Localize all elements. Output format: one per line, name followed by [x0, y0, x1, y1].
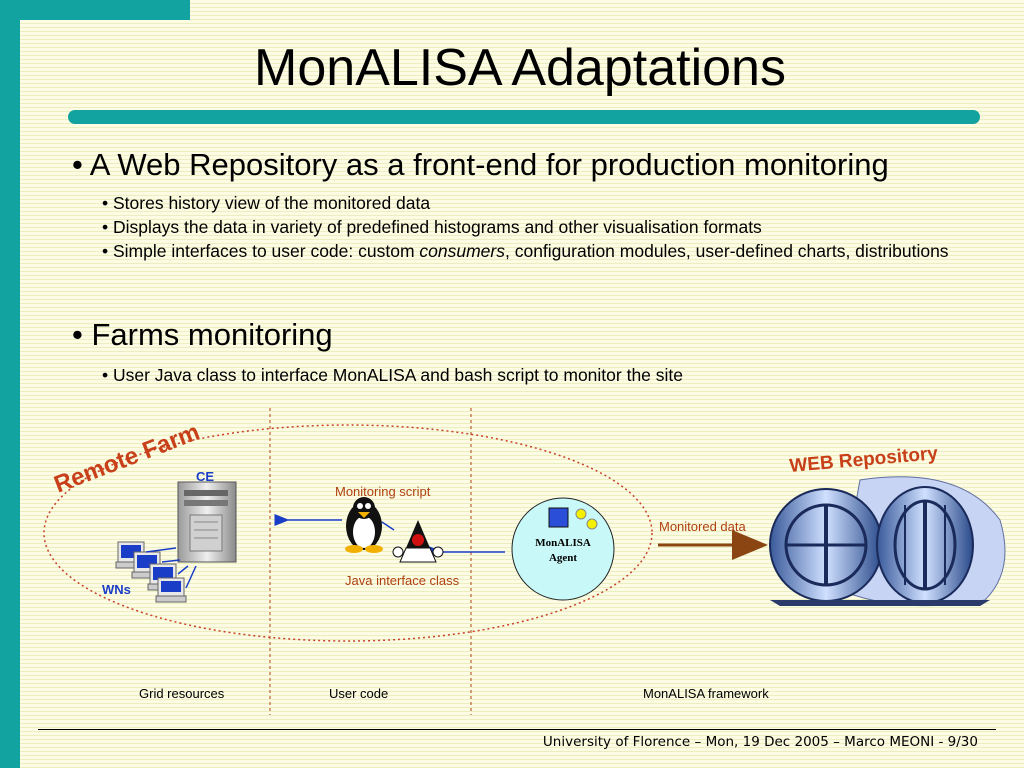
sub-bullet-text: User Java class to interface MonALISA an…	[113, 365, 683, 385]
title-underline	[68, 110, 980, 124]
bullet-text: Farms monitoring	[91, 317, 333, 352]
section-user-code: User code	[329, 686, 389, 701]
bullet-dot: •	[72, 147, 90, 182]
monitoring-script-label: Monitoring script	[335, 484, 431, 499]
sub-bullet: •Displays the data in variety of predefi…	[102, 217, 762, 237]
ce-server-icon	[177, 481, 237, 563]
sub-bullet: •User Java class to interface MonALISA a…	[102, 365, 683, 385]
footer-divider	[38, 729, 996, 730]
sub-bullet-text: , configuration modules, user-defined ch…	[504, 241, 949, 261]
remote-farm-boundary	[43, 424, 653, 642]
wn-ce-connectors	[145, 547, 197, 589]
sub-bullet: •Stores history view of the monitored da…	[102, 193, 431, 213]
arrow-script-to-java	[381, 521, 395, 531]
bullet-farms-monitoring: • Farms monitoring	[72, 317, 333, 353]
linux-penguin-icon	[345, 497, 383, 553]
wns-label: WNs	[102, 582, 131, 597]
sub-bullet-emphasis: consumers	[419, 241, 505, 261]
accent-top-bar	[20, 0, 190, 20]
sub-bullet-text: Displays the data in variety of predefin…	[113, 217, 762, 237]
web-repository-label: WEB Repository	[789, 443, 940, 477]
sub-bullet-text: Simple interfaces to user code: custom	[113, 241, 420, 261]
monitored-data-label: Monitored data	[659, 519, 746, 534]
sub-bullet-text: Stores history view of the monitored dat…	[113, 193, 431, 213]
accent-left-bar	[0, 0, 20, 768]
web-repository-vault-icon	[769, 476, 1006, 607]
bullet-dot: •	[72, 317, 92, 352]
wns-computers-icon	[115, 541, 187, 603]
sub-bullet: •Simple interfaces to user code: custom …	[102, 241, 949, 261]
java-duke-icon	[392, 520, 444, 563]
agent-label-line1: MonALISA	[535, 537, 591, 549]
section-grid-resources: Grid resources	[139, 686, 225, 701]
ce-label: CE	[196, 469, 215, 484]
bullet-text: A Web Repository as a front-end for prod…	[89, 147, 889, 182]
java-interface-class-label: Java interface class	[345, 573, 460, 588]
section-monalisa-framework: MonALISA framework	[643, 686, 769, 701]
agent-label-line2: Agent	[549, 552, 577, 564]
footer-text: University of Florence – Mon, 19 Dec 200…	[542, 734, 978, 750]
slide-title: MonALISA Adaptations	[254, 39, 786, 97]
monalisa-agent-node	[511, 497, 615, 601]
bullet-web-repository: • A Web Repository as a front-end for pr…	[72, 147, 889, 183]
